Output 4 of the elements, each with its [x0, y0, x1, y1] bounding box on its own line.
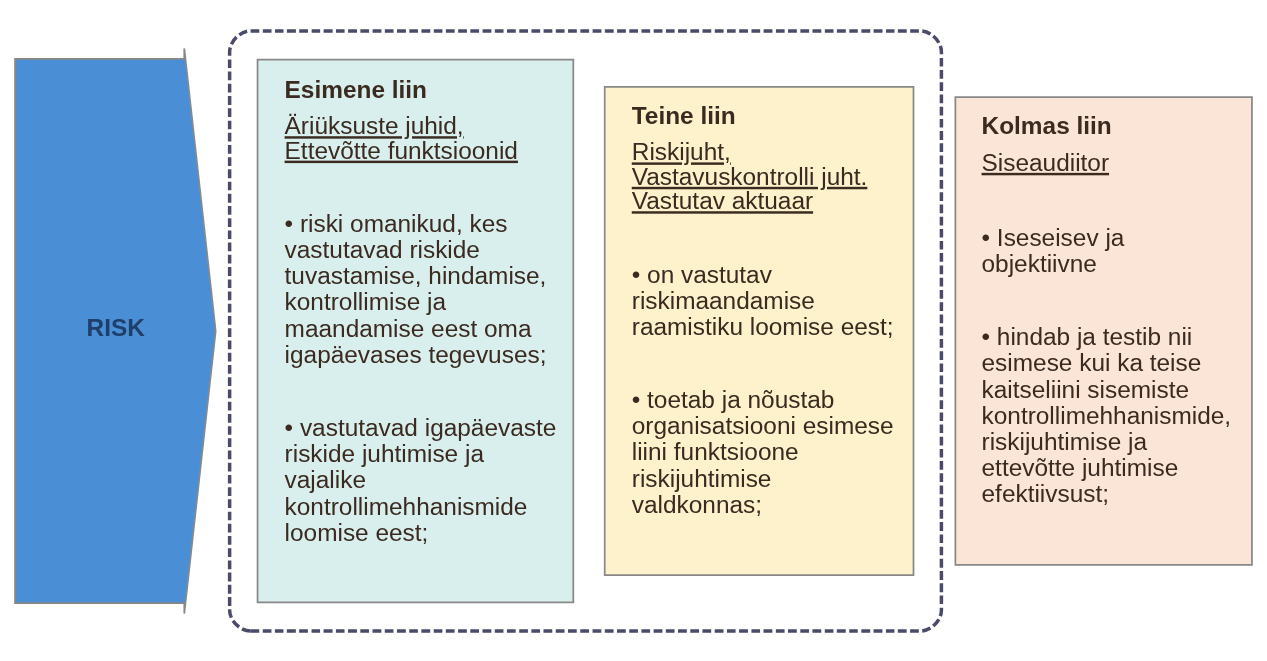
cluster — [227, 28, 944, 633]
node-box: Kolmas liin Siseaudiitor • Iseseisev ja objektiivne • hindab ja testib nii esimese kui ka teise kaitseliini sisemiste kontrollimehhanismide, riskijuhtimise ja ettevõtte juhtimise efektiivsust; — [954, 95, 1253, 566]
node-box: Esimene liin Äriüksuste juhid, Ettevõtte funktsioonid • riski omanikud, kes vastutavad riskide tuvastamise, hindamise, kontrollimise ja maandamise eest oma igapäevases tegevuses; • vastutavad igapäevaste riskide juhtimise ja vajalike kontrollimehhanismide loomise eest; — [256, 58, 575, 603]
node-box: Teine liin Riskijuht, Vastavuskontrolli juht. Vastutav aktuaar • on vastutav riskimaandamise raamistiku loomise eest; • toetab ja nõustab organisatsiooni esimese liini funktsioone riskijuhtimise valdkonnas; — [603, 85, 915, 576]
